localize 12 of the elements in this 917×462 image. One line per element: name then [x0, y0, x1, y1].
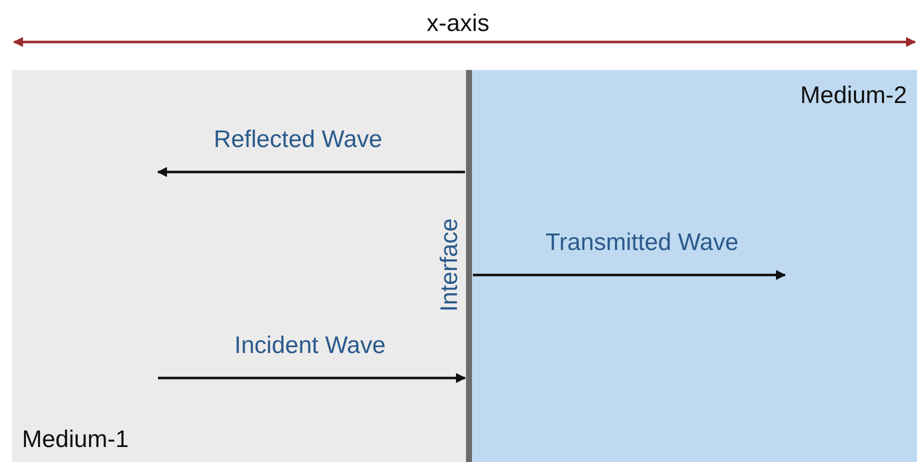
medium-label: Medium-2	[800, 84, 907, 108]
medium-region	[12, 70, 466, 462]
medium-label: Medium-1	[22, 428, 129, 452]
medium-region	[472, 70, 917, 462]
interface-label: Interface	[438, 218, 462, 312]
arrow	[473, 270, 786, 280]
axis-label: x-axis	[426, 12, 490, 36]
arrow	[158, 373, 466, 383]
edge-label: Transmitted Wave	[546, 231, 738, 255]
arrow	[157, 167, 465, 177]
edge-label: Reflected Wave	[214, 128, 382, 152]
edge-label: Incident Wave	[234, 334, 386, 358]
